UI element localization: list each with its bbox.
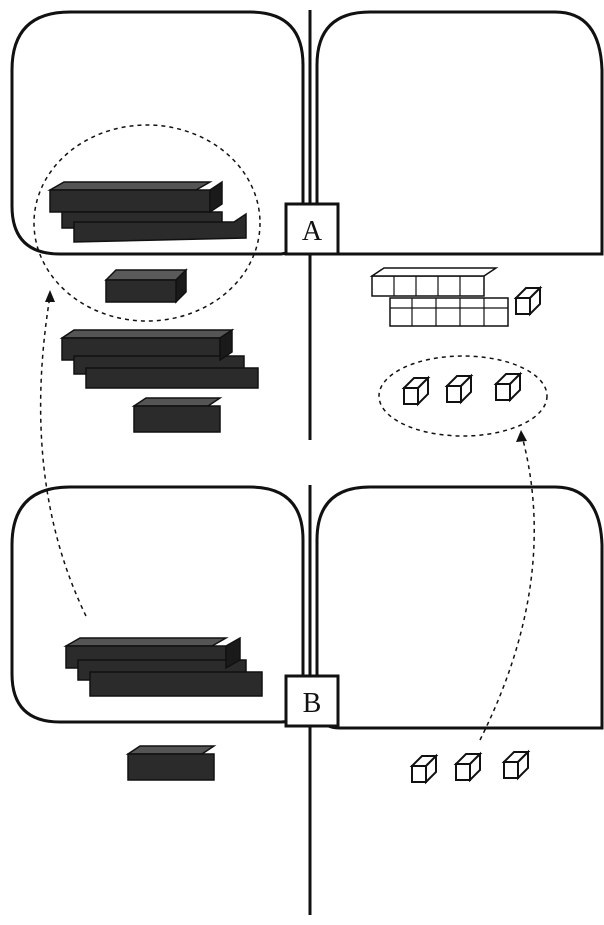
bottom-right-compartment: [315, 485, 604, 730]
bottom-left-compartment: [10, 485, 305, 724]
top-left-compartment: [10, 10, 305, 256]
selected-cube-1: [403, 377, 429, 405]
top-left-single-block: [105, 269, 187, 303]
top-left-dashed-selection: [33, 124, 261, 322]
bottom-right-cube-3: [503, 751, 529, 779]
top-right-dashed-selection: [378, 355, 548, 437]
left-arrowhead: [45, 290, 55, 302]
top-left-block-stack: [47, 180, 247, 243]
top-right-single-cube: [515, 287, 541, 315]
selected-cube-3: [495, 373, 521, 401]
bottom-left-single-block: [125, 745, 217, 781]
top-left-bottom-block: [131, 397, 223, 433]
marker-b-label: B: [303, 688, 322, 719]
selected-cube-2: [446, 375, 472, 403]
bottom-right-cube-2: [455, 753, 481, 781]
right-transfer-arrow: [479, 435, 535, 741]
marker-a-box: [284, 202, 340, 256]
top-right-compartment: [315, 10, 604, 256]
bottom-right-cube-1: [411, 755, 437, 783]
marker-a-label: A: [302, 216, 323, 247]
marker-b-box: [284, 674, 340, 728]
right-arrowhead: [516, 430, 527, 442]
top-left-lower-stack: [59, 328, 259, 389]
bottom-left-block-stack: [63, 636, 263, 697]
left-transfer-arrow: [39, 295, 87, 617]
top-right-cube-grid: [369, 267, 509, 327]
